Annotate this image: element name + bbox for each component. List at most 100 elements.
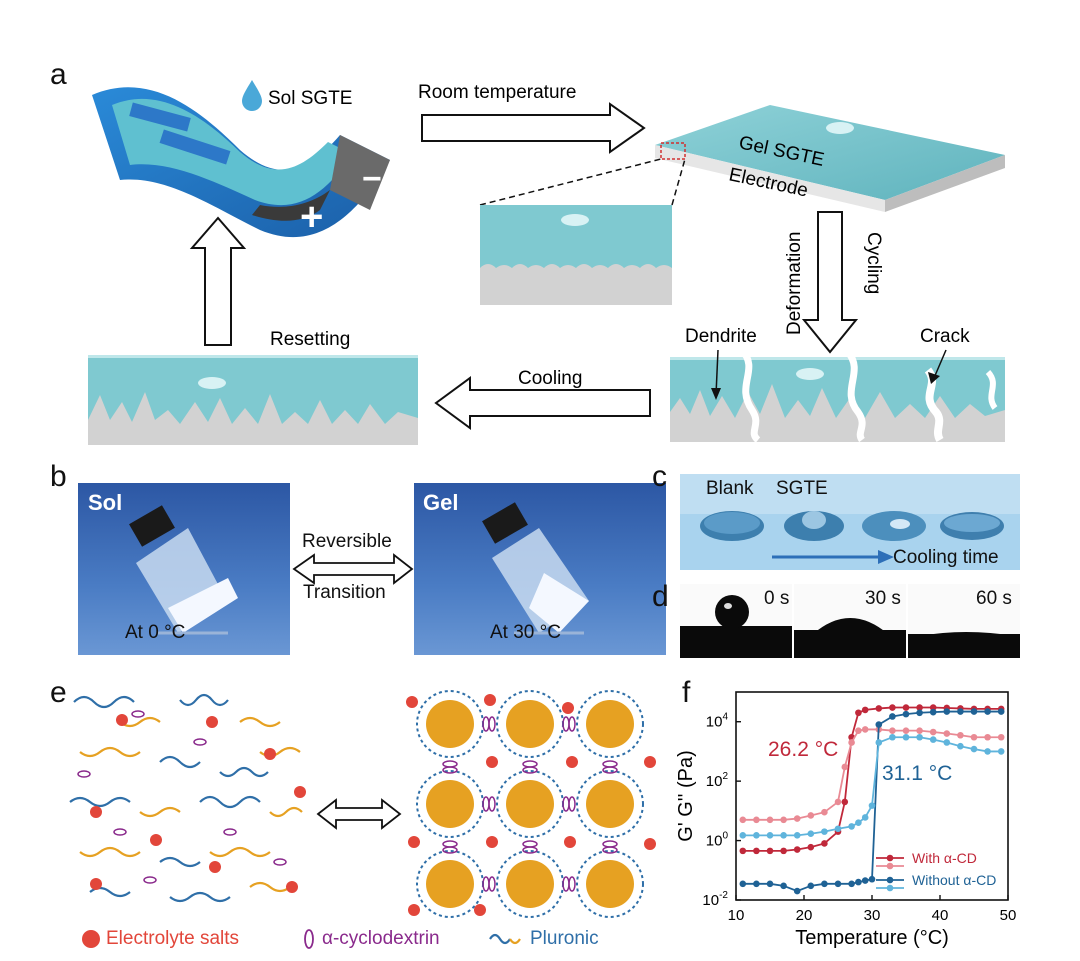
- series-point-1: [916, 727, 923, 734]
- arrow-up: [189, 216, 247, 346]
- reversible-label: Reversible: [302, 531, 392, 552]
- x-tick-label: 30: [864, 907, 881, 924]
- panel-c-photos: [680, 474, 1020, 570]
- arrow-right-room-temp: [421, 102, 646, 154]
- series-point-0: [929, 704, 937, 711]
- annot-red: 26.2 °C: [768, 738, 839, 761]
- panel-b-photos: [78, 483, 666, 655]
- series-point-3: [984, 748, 991, 755]
- series-point-3: [943, 739, 951, 746]
- legend-pluronic-label: Pluronic: [530, 928, 599, 949]
- series-point-3: [766, 832, 774, 839]
- deformation-label: Deformation: [784, 232, 805, 336]
- series-point-2: [889, 713, 896, 720]
- panel-e-label: e: [50, 676, 67, 709]
- legend-cd-icon: [304, 929, 314, 949]
- legend-label: With α-CD: [912, 850, 977, 866]
- panel-e-schematic: [69, 690, 656, 918]
- series-point-1: [841, 763, 849, 771]
- series-line-0: [742, 706, 1002, 852]
- series-point-2: [929, 708, 937, 716]
- t30-label: 30 s: [865, 588, 901, 609]
- panel-a-label: a: [50, 58, 67, 91]
- series-point-1: [997, 733, 1005, 741]
- series-point-1: [834, 798, 842, 806]
- y-tick-label: 102: [706, 771, 729, 790]
- t60-label: 60 s: [976, 588, 1012, 609]
- series-line-1: [742, 728, 1002, 821]
- panel-c-label: c: [652, 460, 667, 493]
- gel-electrode-slab: [655, 105, 1005, 212]
- gel-state-micelles: [406, 690, 656, 918]
- sol-state-network: [69, 693, 303, 903]
- x-axis-label: Temperature (°C): [795, 927, 949, 949]
- series-point-2: [970, 708, 978, 715]
- series-point-3: [793, 832, 801, 839]
- series-line-2: [742, 710, 1002, 893]
- series-point-1: [807, 812, 815, 819]
- series-point-1: [848, 739, 855, 746]
- series-point-0: [739, 847, 747, 855]
- series-point-1: [902, 727, 910, 734]
- x-tick-label: 20: [796, 907, 813, 924]
- series-point-2: [875, 721, 883, 728]
- flexible-battery-illustration: [92, 87, 390, 238]
- series-point-2: [821, 880, 828, 888]
- cooling-time-label: Cooling time: [893, 547, 999, 568]
- x-tick-label: 10: [728, 907, 745, 924]
- legend-salt-icon: [82, 930, 100, 948]
- series-point-3: [902, 733, 910, 741]
- series-point-2: [861, 877, 869, 884]
- annot-blue: 31.1 °C: [882, 762, 953, 785]
- resetting-label: Resetting: [270, 329, 350, 350]
- series-point-0: [889, 704, 896, 711]
- series-point-3: [861, 814, 869, 821]
- series-point-0: [821, 840, 828, 847]
- series-point-1: [753, 816, 760, 824]
- series-point-3: [848, 823, 855, 830]
- series-point-3: [916, 733, 923, 741]
- series-point-0: [807, 843, 815, 851]
- series-point-2: [916, 709, 923, 717]
- at-30-label: At 30 °C: [490, 622, 561, 643]
- series-point-3: [929, 736, 937, 743]
- series-point-1: [943, 730, 951, 737]
- series-point-1: [957, 731, 964, 739]
- series-point-2: [997, 708, 1005, 715]
- series-point-1: [821, 808, 828, 816]
- series-point-2: [957, 708, 964, 715]
- series-point-0: [902, 704, 910, 711]
- reset-interface: [88, 355, 418, 445]
- series-point-3: [855, 819, 862, 826]
- interface-zoom-inset: [480, 205, 672, 305]
- series-point-1: [855, 727, 862, 734]
- y-tick-label: 104: [706, 712, 729, 731]
- series-point-2: [848, 880, 855, 888]
- series-point-1: [929, 728, 937, 736]
- panel-b-label: b: [50, 460, 67, 493]
- legend-marker: [886, 876, 894, 884]
- series-point-2: [753, 880, 760, 888]
- legend-marker-companion: [886, 884, 894, 892]
- room-temperature-label: Room temperature: [418, 82, 576, 103]
- series-point-2: [855, 878, 862, 886]
- series-line-3: [742, 736, 1002, 837]
- reversible-double-arrow: [292, 553, 414, 585]
- series-point-0: [916, 704, 923, 711]
- y-tick-label: 100: [706, 831, 729, 850]
- legend-cd-label: α-cyclodextrin: [322, 928, 440, 949]
- panel-f-label: f: [682, 676, 691, 709]
- series-point-3: [868, 802, 876, 809]
- series-point-0: [841, 798, 849, 806]
- legend-pluronic-icon: [489, 933, 521, 945]
- series-point-1: [780, 816, 787, 824]
- cycling-label: Cycling: [863, 232, 884, 294]
- sgte-label: SGTE: [776, 478, 828, 499]
- series-point-3: [780, 832, 787, 839]
- panel-d-photos: [680, 584, 1020, 658]
- series-point-3: [889, 733, 896, 741]
- series-point-0: [861, 706, 869, 714]
- series-point-3: [875, 739, 883, 746]
- x-tick-label: 50: [1000, 907, 1017, 924]
